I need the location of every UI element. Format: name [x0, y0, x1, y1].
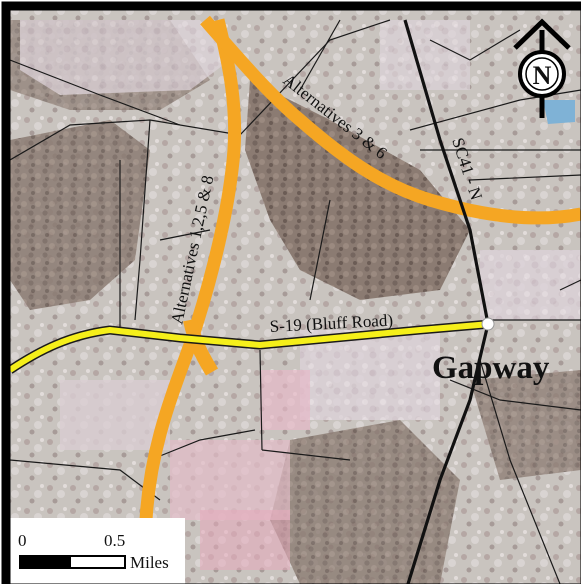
gapway-intersection: [481, 317, 495, 331]
route-alternatives-1-2-5-8[interactable]: [137, 18, 242, 584]
scale-label-zero: 0: [18, 531, 27, 550]
forest-area: [10, 120, 150, 310]
field-area: [170, 440, 290, 520]
route-alternatives-3-6[interactable]: [200, 15, 581, 225]
scale-label-half: 0.5: [104, 531, 125, 550]
route-alternatives-1-2-5-8-branch: [183, 318, 219, 376]
forest-area: [270, 420, 460, 584]
field-area: [480, 250, 580, 320]
forest-area: [470, 370, 581, 480]
field-area: [300, 330, 440, 420]
scale-label-unit: Miles: [130, 553, 169, 572]
north-arrow-icon: N: [513, 18, 571, 118]
minor-roads: [10, 19, 581, 584]
pond: [543, 100, 575, 124]
scale-bar: 0 0.5 Miles: [10, 518, 185, 584]
place-label-gapway: Gapway: [432, 350, 550, 386]
field-area: [380, 20, 470, 90]
field-area: [200, 510, 290, 570]
north-arrow-letter: N: [533, 61, 552, 90]
forest-area: [245, 80, 470, 300]
field-area: [20, 20, 230, 95]
field-area: [60, 380, 170, 450]
field-area: [260, 370, 310, 430]
